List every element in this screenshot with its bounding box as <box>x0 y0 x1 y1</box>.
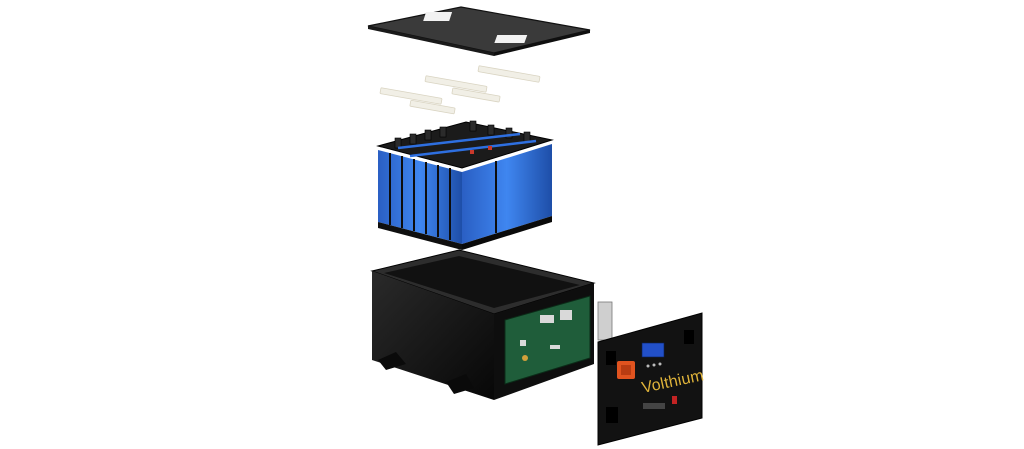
busbar-connectors <box>379 65 541 115</box>
lcd-display <box>641 342 665 358</box>
bms-board <box>504 295 613 385</box>
front-panel: Volthium <box>597 312 705 446</box>
top-lid <box>367 6 591 56</box>
lid-label-right <box>494 35 528 43</box>
cell-stack <box>376 120 554 250</box>
lid-label-left <box>423 12 453 21</box>
